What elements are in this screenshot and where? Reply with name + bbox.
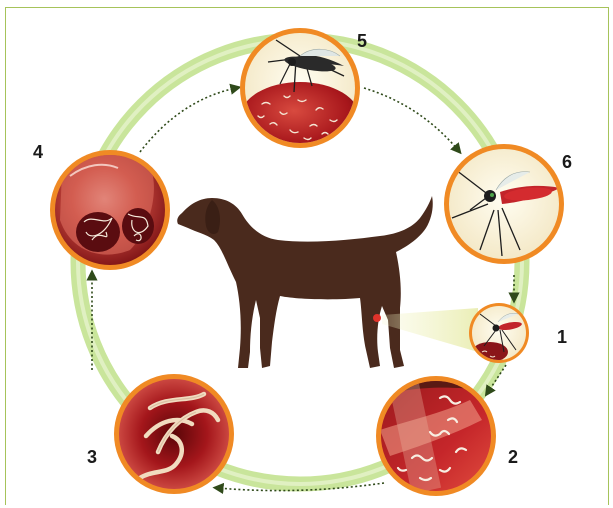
stage-number-5: 5	[357, 31, 367, 51]
stage-6-medallion	[444, 144, 564, 264]
stage-1-medallion	[469, 303, 529, 363]
stage-5-medallion	[240, 28, 360, 154]
stage-number-2: 2	[508, 447, 518, 467]
stage-number-3: 3	[87, 447, 97, 467]
stage-4-medallion	[50, 150, 170, 270]
bite-spot	[373, 314, 381, 322]
stage-number-1: 1	[557, 327, 567, 347]
stage-number-4: 4	[33, 142, 43, 162]
stage-number-6: 6	[562, 152, 572, 172]
dog-silhouette	[177, 196, 433, 368]
stage-3-medallion	[114, 374, 234, 494]
